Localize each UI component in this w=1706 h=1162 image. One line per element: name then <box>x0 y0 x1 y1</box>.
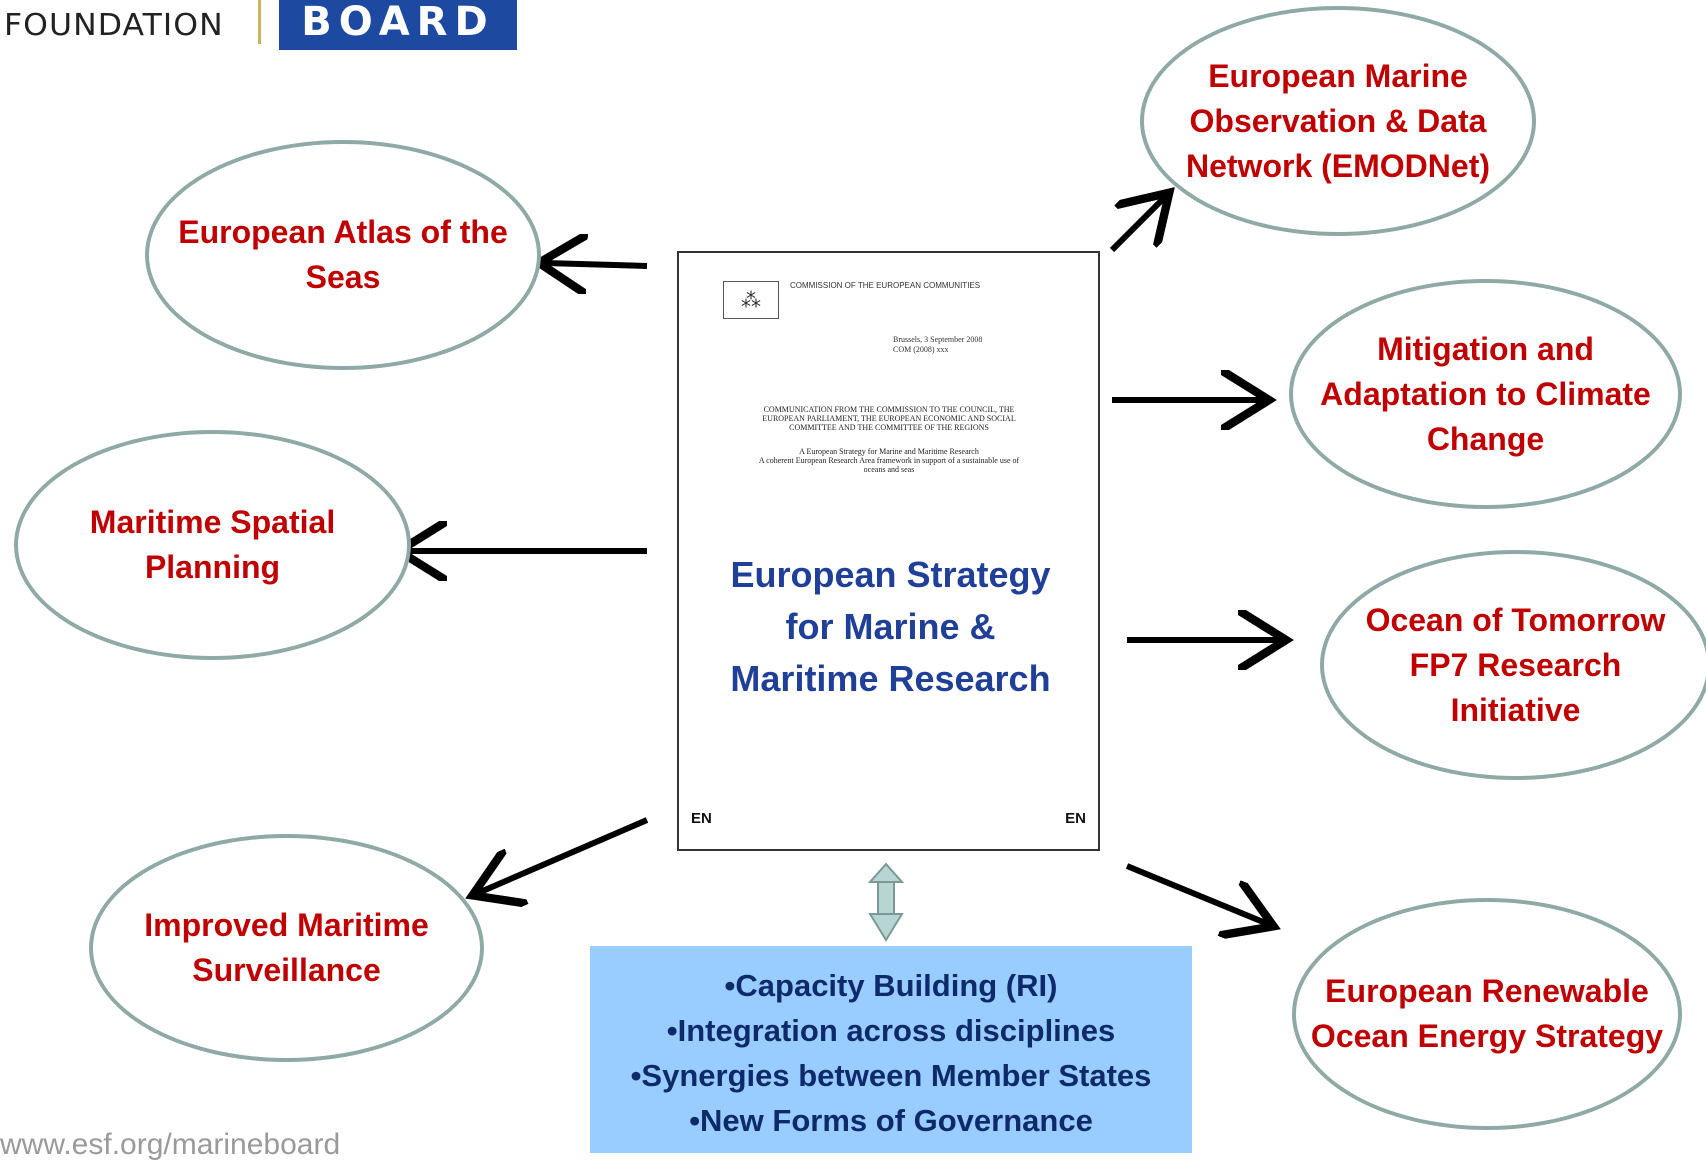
eu-flag-icon: ⁂ <box>723 281 779 319</box>
double-arrow-bottom <box>868 913 904 942</box>
strategy-document: ⁂ COMMISSION OF THE EUROPEAN COMMUNITIES… <box>677 251 1100 851</box>
website-url: www.esf.org/marineboard <box>0 1128 341 1161</box>
double-arrow-shaft <box>877 879 895 916</box>
capacity-item-1: •Capacity Building (RI) <box>724 968 1058 1003</box>
node-ocean-line1: Ocean of Tomorrow <box>1365 601 1666 638</box>
node-emodnet-line3: Network (EMODNet) <box>1185 147 1490 184</box>
node-climate-line1: Mitigation and <box>1377 330 1594 367</box>
logo-divider <box>258 0 261 44</box>
arrow-to-renewable <box>1125 863 1268 924</box>
node-atlas-line1: European Atlas of the <box>178 214 508 250</box>
capacity-box: •Capacity Building (RI) •Integration acr… <box>590 946 1192 1153</box>
marine-board-logo: BOARD <box>279 0 517 50</box>
esf-logo: FOUNDATION <box>0 0 261 48</box>
doc-subtitle: A European Strategy for Marine and Marit… <box>709 447 1069 474</box>
doc-date-line1: Brussels, 3 September 2008 <box>893 335 983 344</box>
node-emodnet-line2: Observation & Data <box>1189 102 1487 139</box>
doc-sub-line2: A coherent European Research Area framew… <box>758 456 1020 465</box>
doc-lang-left: EN <box>691 810 712 827</box>
doc-title: European Strategy for Marine & Maritime … <box>679 549 1102 705</box>
node-spatial-line1: Maritime Spatial <box>89 504 336 540</box>
node-atlas-line2: Seas <box>305 259 381 295</box>
doc-comm-line3: COMMITTEE AND THE COMMITTEE OF THE REGIO… <box>789 423 989 432</box>
doc-date: Brussels, 3 September 2008 COM (2008) xx… <box>893 335 982 355</box>
node-climate-line3: Change <box>1426 420 1545 457</box>
double-arrow-top <box>867 862 905 883</box>
doc-title-line2: for Marine & <box>785 606 996 647</box>
capacity-item-4: •New Forms of Governance <box>689 1103 1093 1138</box>
capacity-item-3: •Synergies between Member States <box>630 1058 1152 1093</box>
doc-commission: COMMISSION OF THE EUROPEAN COMMUNITIES <box>790 281 981 290</box>
doc-communication: COMMUNICATION FROM THE COMMISSION TO THE… <box>709 405 1069 432</box>
node-renewable-line2: Ocean Energy Strategy <box>1310 1018 1664 1054</box>
doc-sub-line1: A European Strategy for Marine and Marit… <box>799 447 979 456</box>
doc-ref-line: COM (2008) xxx <box>893 345 949 354</box>
node-surveillance-line1: Improved Maritime <box>144 907 429 943</box>
doc-sub-line3: oceans and seas <box>863 465 915 474</box>
doc-comm-line1: COMMUNICATION FROM THE COMMISSION TO THE… <box>763 405 1015 414</box>
node-renewable-line1: European Renewable <box>1325 973 1649 1009</box>
doc-title-line3: Maritime Research <box>730 658 1051 699</box>
node-climate-line2: Adaptation to Climate <box>1320 375 1651 412</box>
arrow-to-atlas <box>545 263 648 266</box>
node-ocean-line3: Initiative <box>1450 691 1581 728</box>
arrow-to-surveillance <box>478 817 649 893</box>
doc-lang-right: EN <box>1065 810 1086 827</box>
node-spatial-line2: Planning <box>144 549 281 585</box>
doc-title-line1: European Strategy <box>730 554 1051 595</box>
capacity-item-2: •Integration across disciplines <box>666 1013 1116 1048</box>
arrow-to-emodnet <box>1109 197 1165 253</box>
node-surveillance-line2: Surveillance <box>192 952 381 988</box>
node-emodnet-line1: European Marine <box>1208 57 1468 94</box>
doc-comm-line2: EUROPEAN PARLIAMENT, THE EUROPEAN ECONOM… <box>762 414 1016 423</box>
foundation-logo-text: FOUNDATION <box>4 8 224 43</box>
node-ocean-line2: FP7 Research <box>1409 646 1622 683</box>
